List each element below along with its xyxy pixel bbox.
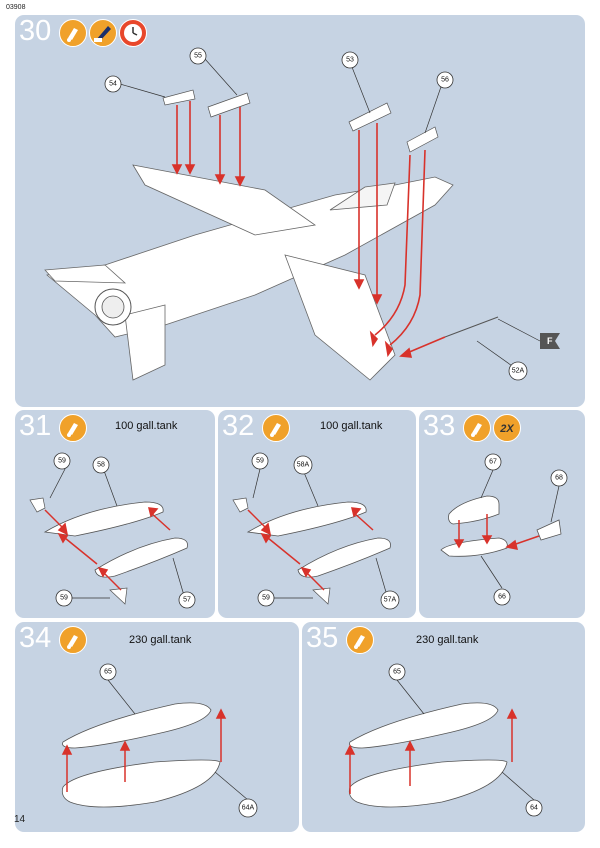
flag-f-label: F <box>547 336 553 346</box>
callout-55: 55 <box>194 53 202 60</box>
step-34-number: 34 <box>19 622 52 654</box>
step-31-illustration: 59 58 59 57 <box>29 452 196 609</box>
step-31-title: 100 gall.tank <box>115 420 178 432</box>
step-33-number: 33 <box>423 410 456 442</box>
svg-text:2X: 2X <box>499 423 514 435</box>
paint-icon <box>89 19 117 47</box>
part-53 <box>348 102 392 132</box>
callout-65-a: 65 <box>104 669 112 676</box>
step-33-illustration: 67 68 66 <box>440 453 568 606</box>
callout-64a: 64A <box>242 805 255 812</box>
step-34-title: 230 gall.tank <box>129 634 192 646</box>
part-56 <box>406 126 439 153</box>
step-35-illustration: 65 64 <box>344 663 543 817</box>
clock-icon <box>119 19 147 47</box>
glue-icon-31 <box>59 414 87 442</box>
callout-65-b: 65 <box>393 669 401 676</box>
part-55 <box>207 92 251 118</box>
glue-icon-35 <box>346 626 374 654</box>
step-32-title: 100 gall.tank <box>320 420 383 432</box>
step-30-panel: 30 <box>15 15 585 407</box>
page-number: 14 <box>14 814 26 825</box>
step-32-panel: 32 100 gall.tank 59 58A 59 57A <box>218 410 416 618</box>
step-32-number: 32 <box>222 410 255 442</box>
callout-64: 64 <box>530 805 538 812</box>
callout-59-d: 59 <box>262 595 270 602</box>
callout-66: 66 <box>498 594 506 601</box>
glue-icon-33 <box>463 414 491 442</box>
step-32-illustration: 59 58A 59 57A <box>232 452 400 610</box>
callout-57a: 57A <box>384 597 397 604</box>
callout-57: 57 <box>183 597 191 604</box>
step-35-panel: 35 230 gall.tank 65 64 <box>302 622 585 832</box>
step-31-number: 31 <box>19 410 52 442</box>
callout-58a: 58A <box>297 462 310 469</box>
step-35-number: 35 <box>306 622 339 654</box>
step-35-title: 230 gall.tank <box>416 634 479 646</box>
step-33-panel: 33 2X 67 68 66 <box>419 410 585 618</box>
callout-59-c: 59 <box>256 458 264 465</box>
callout-52a: 52A <box>512 368 525 375</box>
catalog-code: 03908 <box>6 4 26 11</box>
glue-icon-32 <box>262 414 290 442</box>
step-34-illustration: 65 64A <box>61 663 258 818</box>
step-34-panel: 34 230 gall.tank 65 64A <box>15 622 299 832</box>
callout-58: 58 <box>97 462 105 469</box>
part-54 <box>162 89 196 106</box>
callout-56: 56 <box>441 77 449 84</box>
quantity-badge: 2X <box>493 414 521 442</box>
callout-53: 53 <box>346 57 354 64</box>
callout-54: 54 <box>109 81 117 88</box>
callout-67: 67 <box>489 459 497 466</box>
callout-68: 68 <box>555 475 563 482</box>
callout-59-a: 59 <box>58 458 66 465</box>
glue-icon-34 <box>59 626 87 654</box>
step-31-panel: 31 100 gall.tank 59 58 59 57 <box>15 410 215 618</box>
callout-59-b: 59 <box>60 595 68 602</box>
step-30-number: 30 <box>19 15 52 47</box>
step-30-illustration: F 54 55 53 56 52A <box>44 47 560 381</box>
glue-icon <box>59 19 87 47</box>
